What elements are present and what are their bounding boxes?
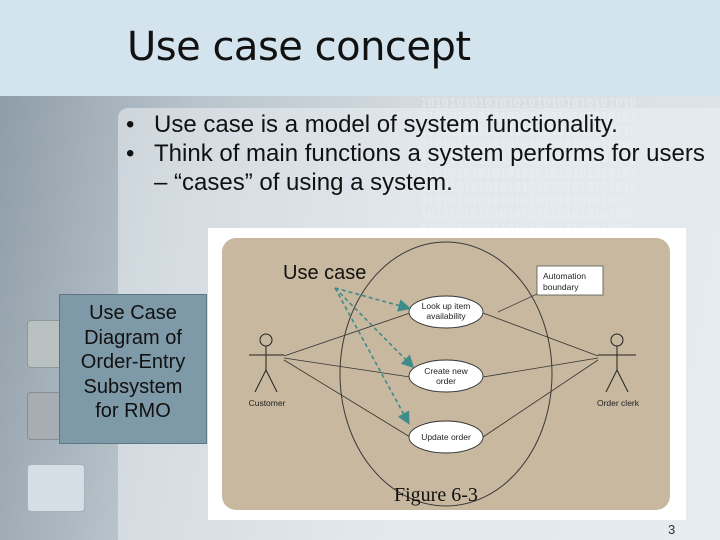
- bullet-item: • Use case is a model of system function…: [126, 110, 706, 139]
- use-case-pointer-arrow: [334, 287, 410, 425]
- use-case-ellipse: [408, 359, 484, 393]
- use-case-ellipse: [408, 295, 484, 329]
- figure-caption: Figure 6-3: [394, 484, 478, 506]
- association-line: [482, 359, 599, 438]
- customer-actor-icon: [249, 333, 284, 393]
- diagram-caption-box: Use Case Diagram of Order-Entry Subsyste…: [59, 294, 207, 444]
- actor-label: Customer: [249, 398, 286, 408]
- use-case-pointer-arrow: [334, 287, 412, 312]
- automation-boundary: [339, 241, 553, 507]
- boundary-pointer-line: [497, 293, 538, 313]
- use-case-pointer-arrow: [334, 287, 415, 369]
- use-case-ellipse: [408, 420, 484, 454]
- use-case-label: Update order: [421, 432, 471, 442]
- caption-line: Order-Entry: [80, 351, 186, 373]
- use-case-label: order: [436, 376, 456, 386]
- bullet-dot: •: [126, 140, 135, 167]
- title-band: [0, 0, 720, 96]
- use-case-label: availability: [426, 311, 466, 321]
- association-line: [482, 312, 599, 357]
- association-line: [283, 359, 411, 438]
- caption-line: Subsystem: [83, 375, 183, 398]
- bullet-item: • Think of main functions a system perfo…: [126, 139, 706, 197]
- use-case-label: Look up item: [422, 301, 471, 311]
- use-case-label: Create new: [424, 366, 468, 376]
- boundary-label-line: Automation: [543, 271, 586, 281]
- boundary-label-line: boundary: [543, 282, 579, 292]
- use-case-callout-label: Use case: [283, 262, 367, 284]
- bullet-dot: •: [126, 111, 135, 138]
- bullet-text: Use case is a model of system functional…: [154, 111, 618, 138]
- slide-title: Use case concept: [127, 24, 471, 70]
- caption-line: Diagram of: [84, 326, 182, 349]
- association-line: [283, 357, 411, 378]
- decorative-tile: [27, 464, 85, 512]
- association-line: [482, 357, 599, 378]
- bullet-text: Think of main functions a system perform…: [154, 140, 705, 196]
- actor-label: Order clerk: [597, 398, 640, 408]
- boundary-label-box: [536, 265, 604, 296]
- order-clerk-actor-icon: [598, 333, 636, 393]
- bullet-list: • Use case is a model of system function…: [126, 110, 706, 197]
- caption-line: for RMO: [95, 400, 171, 422]
- page-number: 3: [668, 522, 676, 537]
- association-line: [283, 312, 411, 357]
- caption-line: Use Case: [89, 302, 177, 324]
